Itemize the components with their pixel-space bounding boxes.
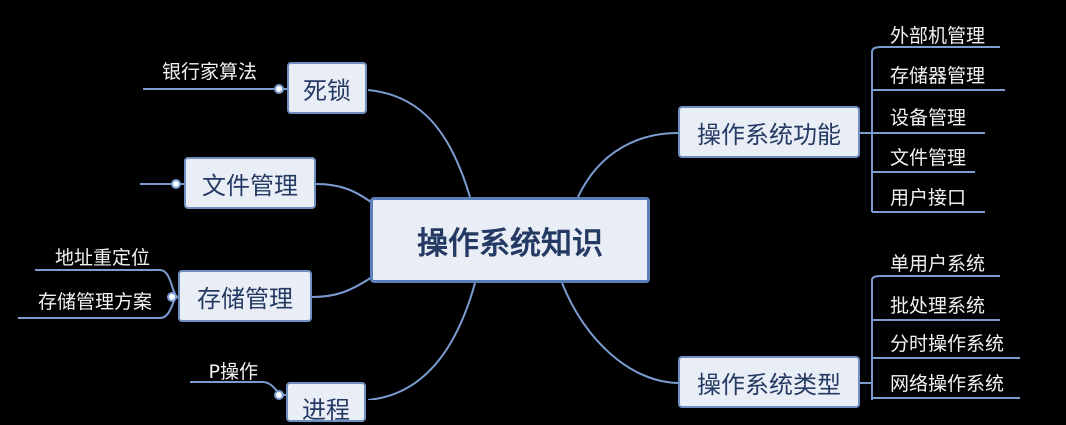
connector-center-file xyxy=(315,183,376,206)
leaf-address-relocation[interactable]: 地址重定位 xyxy=(54,247,150,269)
leaf-p-operation[interactable]: P操作 xyxy=(208,361,258,383)
leaf-network-os[interactable]: 网络操作系统 xyxy=(890,373,1005,395)
connector-center-process xyxy=(367,282,476,400)
leaf-file-management[interactable]: 文件管理 xyxy=(890,147,967,169)
junction-dot-file xyxy=(171,179,181,189)
connector-center-functions xyxy=(577,132,679,198)
junction-dot-storage xyxy=(167,292,177,302)
connector-center-types xyxy=(561,282,679,384)
central-node[interactable]: 操作系统知识 xyxy=(370,197,650,283)
topic-deadlock[interactable]: 死锁 xyxy=(287,62,367,114)
connector-center-deadlock xyxy=(367,89,471,198)
leaf-time-sharing-os[interactable]: 分时操作系统 xyxy=(890,333,1005,355)
connector-center-storage xyxy=(311,274,376,298)
leaf-storage-schemes[interactable]: 存储管理方案 xyxy=(37,291,152,313)
topic-file-management[interactable]: 文件管理 xyxy=(184,157,316,209)
connector-layer xyxy=(18,46,1020,400)
leaf-bankers-algorithm[interactable]: 银行家算法 xyxy=(161,61,257,83)
topic-os-functions[interactable]: 操作系统功能 xyxy=(678,106,860,158)
leaf-peripheral-management[interactable]: 外部机管理 xyxy=(890,25,986,47)
leaf-memory-management[interactable]: 存储器管理 xyxy=(890,65,986,87)
leaf-user-interface[interactable]: 用户接口 xyxy=(890,187,967,209)
leaf-single-user-system[interactable]: 单用户系统 xyxy=(890,253,986,275)
leaf-device-management[interactable]: 设备管理 xyxy=(890,107,967,129)
leaf-batch-system[interactable]: 批处理系统 xyxy=(890,295,986,317)
connector-functions-leaves xyxy=(860,46,1005,213)
topic-os-types[interactable]: 操作系统类型 xyxy=(678,356,860,408)
junction-dot-process xyxy=(274,390,284,400)
connector-types-leaves xyxy=(860,275,1020,400)
topic-storage-management[interactable]: 存储管理 xyxy=(178,270,312,322)
topic-process[interactable]: 进程 xyxy=(286,382,366,424)
junction-dot-deadlock xyxy=(274,84,284,94)
